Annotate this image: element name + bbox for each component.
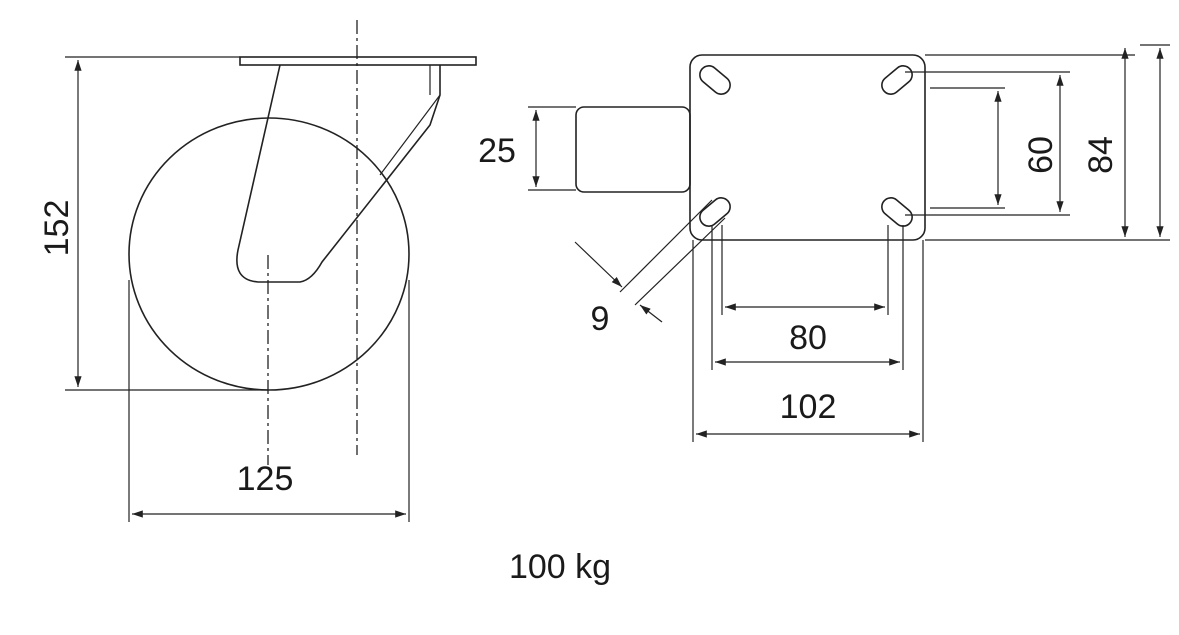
mounting-plate [689,54,926,241]
side-view: 152 125 [38,20,477,522]
wheel [128,117,410,391]
load-capacity: 100 kg [509,548,611,586]
plate-height-label: 84 [1082,136,1120,174]
fork [236,64,441,283]
plate-width-label: 102 [780,388,837,426]
top-plate [239,56,477,66]
slot-width-label: 9 [591,300,610,338]
hole-spacing-x-label: 80 [789,319,827,357]
stem [575,106,691,193]
wheel-diameter-label: 125 [237,460,294,498]
stem-label: 25 [478,132,516,170]
plate-view: 25 9 60 84 80 102 [478,44,1170,442]
height-label: 152 [38,200,76,257]
hole-spacing-y-label: 60 [1022,136,1060,174]
mounting-slots [699,65,913,227]
